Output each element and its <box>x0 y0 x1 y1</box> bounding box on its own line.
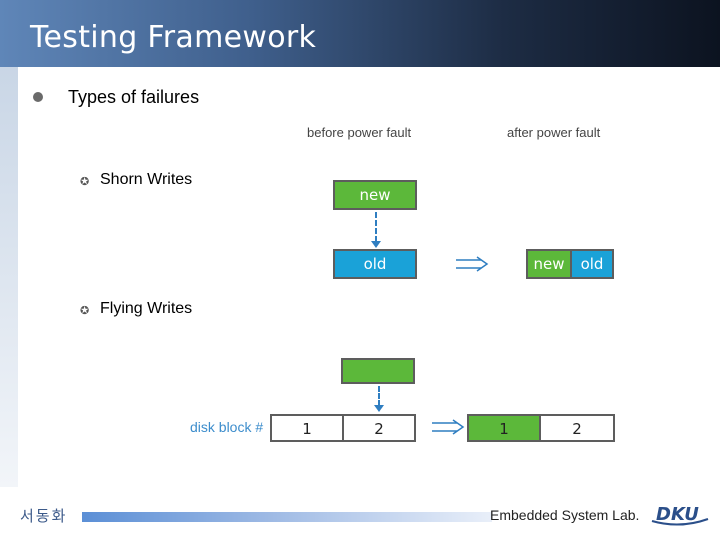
title-bar <box>0 0 720 67</box>
lab-name: Embedded System Lab. <box>490 507 640 523</box>
flying-writes-label: Flying Writes <box>100 300 193 317</box>
section-heading: Types of failures <box>68 87 200 107</box>
slide-title: Testing Framework <box>30 20 317 55</box>
shorn-new-block: new <box>333 180 417 210</box>
gear-bullet-icon: ✪ <box>80 305 90 317</box>
disk-block-cell-1: 1 <box>270 414 344 442</box>
shorn-result-new-block: new <box>526 249 572 279</box>
disk-block-cell-2: 2 <box>342 414 416 442</box>
footer-divider <box>82 512 492 522</box>
flying-new-block <box>341 358 415 384</box>
shorn-writes-label: Shorn Writes <box>100 171 193 188</box>
shorn-result-old-block: old <box>570 249 614 279</box>
after-column-label: after power fault <box>507 125 601 140</box>
arrow-head-icon <box>374 405 384 412</box>
double-arrow-right-icon <box>432 419 465 435</box>
disk-block-result-cell-1: 1 <box>467 414 541 442</box>
bullet-icon <box>33 92 43 102</box>
arrow-head-icon <box>371 241 381 248</box>
write-arrow-icon <box>378 386 380 406</box>
left-accent-bar <box>0 67 18 487</box>
author-name: 서동화 <box>20 507 68 525</box>
write-arrow-icon <box>375 212 377 242</box>
double-arrow-right-icon <box>456 256 489 272</box>
shorn-old-block: old <box>333 249 417 279</box>
disk-block-label: disk block # <box>190 419 264 435</box>
disk-block-result-cell-2: 2 <box>539 414 615 442</box>
gear-bullet-icon: ✪ <box>80 176 90 188</box>
dku-logo: DKU <box>651 504 709 526</box>
before-column-label: before power fault <box>307 125 412 140</box>
svg-text:DKU: DKU <box>656 504 699 525</box>
